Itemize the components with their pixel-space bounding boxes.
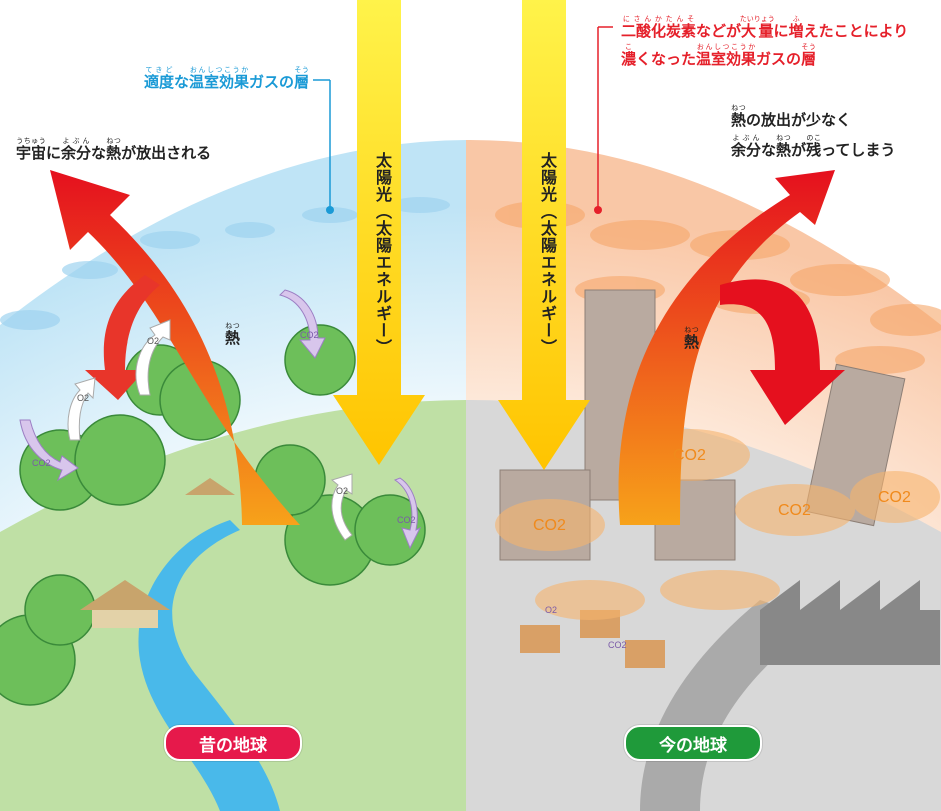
text-segment: くなった <box>636 50 697 68</box>
co2-cloud-label: CO2 <box>778 502 811 519</box>
sunlight-label-present: 太陽光（太陽エネルギー） <box>538 152 557 356</box>
co2-label: CO2 <box>300 330 319 340</box>
ruby-text: 大量たいりょう <box>739 15 775 40</box>
heat-arrow-present <box>618 170 835 525</box>
text-segment: ガスの <box>249 73 295 91</box>
text-segment: な <box>174 73 190 91</box>
hut-roof <box>185 478 235 495</box>
text-segment: に <box>46 144 62 162</box>
text-segment: に <box>773 22 789 40</box>
o2-label: O2 <box>147 336 160 346</box>
hut-roof <box>80 580 170 610</box>
ruby-text: 残のこ <box>806 134 822 159</box>
text-segment: な <box>761 141 777 159</box>
river <box>138 520 280 811</box>
text-segment: ガスの <box>756 50 802 68</box>
heat-return-arrow-present <box>720 279 845 425</box>
text-segment: が <box>791 141 807 159</box>
co2-label: CO2 <box>397 515 416 525</box>
text-segment: などが <box>696 22 742 40</box>
o2-arrows <box>67 319 353 541</box>
ruby-text: 熱ねつ <box>225 322 241 347</box>
ruby-text: 適度てきど <box>144 66 175 91</box>
furigana: そう <box>801 43 817 51</box>
furigana: ねつ <box>225 322 241 330</box>
ruby-text: 熱ねつ <box>731 104 747 129</box>
ruby-text: 二酸化炭素にさんかたんそ <box>621 15 697 40</box>
ruby-text: 余分よぶん <box>61 137 92 162</box>
furigana: ねつ <box>684 326 700 334</box>
furigana: おんしつこうか <box>696 43 757 51</box>
text-segment: な <box>91 144 107 162</box>
label-heat-remains: 余分よぶんな熱ねつが残のこってしまう <box>731 134 895 158</box>
hut-wall <box>92 610 158 628</box>
sunlight-label-past: 太陽光（太陽エネルギー） <box>373 152 392 356</box>
heat-return-arrow-past <box>85 275 160 400</box>
co2-cloud-label: CO2 <box>533 517 566 534</box>
ruby-text: 温室効果おんしつこうか <box>189 66 250 91</box>
ruby-text: 熱ねつ <box>684 326 700 351</box>
sunlight-arrow-present <box>498 0 590 470</box>
sunlight-arrow-past <box>333 0 425 465</box>
gas-layer-past <box>0 197 450 330</box>
furigana: たいりょう <box>739 15 775 23</box>
label-moderate-gas-layer: 適度てきどな温室効果おんしつこうかガスの層そう <box>144 66 309 90</box>
co2-label: CO2 <box>32 458 51 468</box>
furigana: おんしつこうか <box>189 66 250 74</box>
furigana: のこ <box>806 134 822 142</box>
ruby-text: 濃こ <box>621 43 637 68</box>
furigana: そう <box>294 66 310 74</box>
ruby-text: 宇宙うちゅう <box>16 137 47 162</box>
text-segment: ってしまう <box>821 141 896 159</box>
furigana: こ <box>621 43 636 51</box>
ruby-text: 温室効果おんしつこうか <box>696 43 757 68</box>
furigana: ねつ <box>106 137 122 145</box>
heat-arrow-past <box>50 170 300 525</box>
furigana: ねつ <box>731 104 747 112</box>
label-heat-released: 宇宙うちゅうに余分よぶんな熱ねつが放出される <box>16 137 211 161</box>
past-earth-badge: 昔の地球 <box>164 725 302 761</box>
factory <box>760 580 940 665</box>
label-co2-increase: 二酸化炭素にさんかたんそなどが大量たいりょうに増ふえたことにより <box>621 15 908 39</box>
ruby-text: 熱ねつ <box>106 137 122 162</box>
furigana: ふ <box>788 15 804 23</box>
heat-label-present: 熱ねつ <box>684 326 699 352</box>
furigana: よぶん <box>731 134 762 142</box>
ruby-text: 増ふ <box>788 15 804 40</box>
o2-label: O2 <box>545 605 558 615</box>
furigana: ねつ <box>776 134 792 142</box>
label-thick-gas-layer: 濃こくなった温室効果おんしつこうかガスの層そう <box>621 43 816 67</box>
furigana: うちゅう <box>16 137 47 145</box>
ruby-text: 層そう <box>801 43 817 68</box>
text-segment: の放出が少なく <box>746 111 852 129</box>
present-earth-badge: 今の地球 <box>624 725 762 761</box>
furigana: にさんかたんそ <box>621 15 696 23</box>
ruby-text: 余分よぶん <box>731 134 762 159</box>
o2-label: O2 <box>336 486 349 496</box>
furigana: よぶん <box>61 137 92 145</box>
text-segment: えたことにより <box>803 22 909 40</box>
leader-dot-past <box>326 206 334 214</box>
text-segment: が放出される <box>121 144 212 162</box>
leader-dot-present <box>594 206 602 214</box>
co2-cloud-label: CO2 <box>878 489 911 506</box>
furigana: てきど <box>144 66 175 74</box>
ruby-text: 熱ねつ <box>776 134 792 159</box>
o2-label: O2 <box>77 393 90 403</box>
label-less-heat-release: 熱ねつの放出が少なく <box>731 104 851 128</box>
co2-cloud-label: CO2 <box>673 447 706 464</box>
heat-label-past: 熱ねつ <box>225 322 240 348</box>
co2-arrows <box>19 289 422 550</box>
ruby-text: 層そう <box>294 66 310 91</box>
co2-label: CO2 <box>608 640 627 650</box>
